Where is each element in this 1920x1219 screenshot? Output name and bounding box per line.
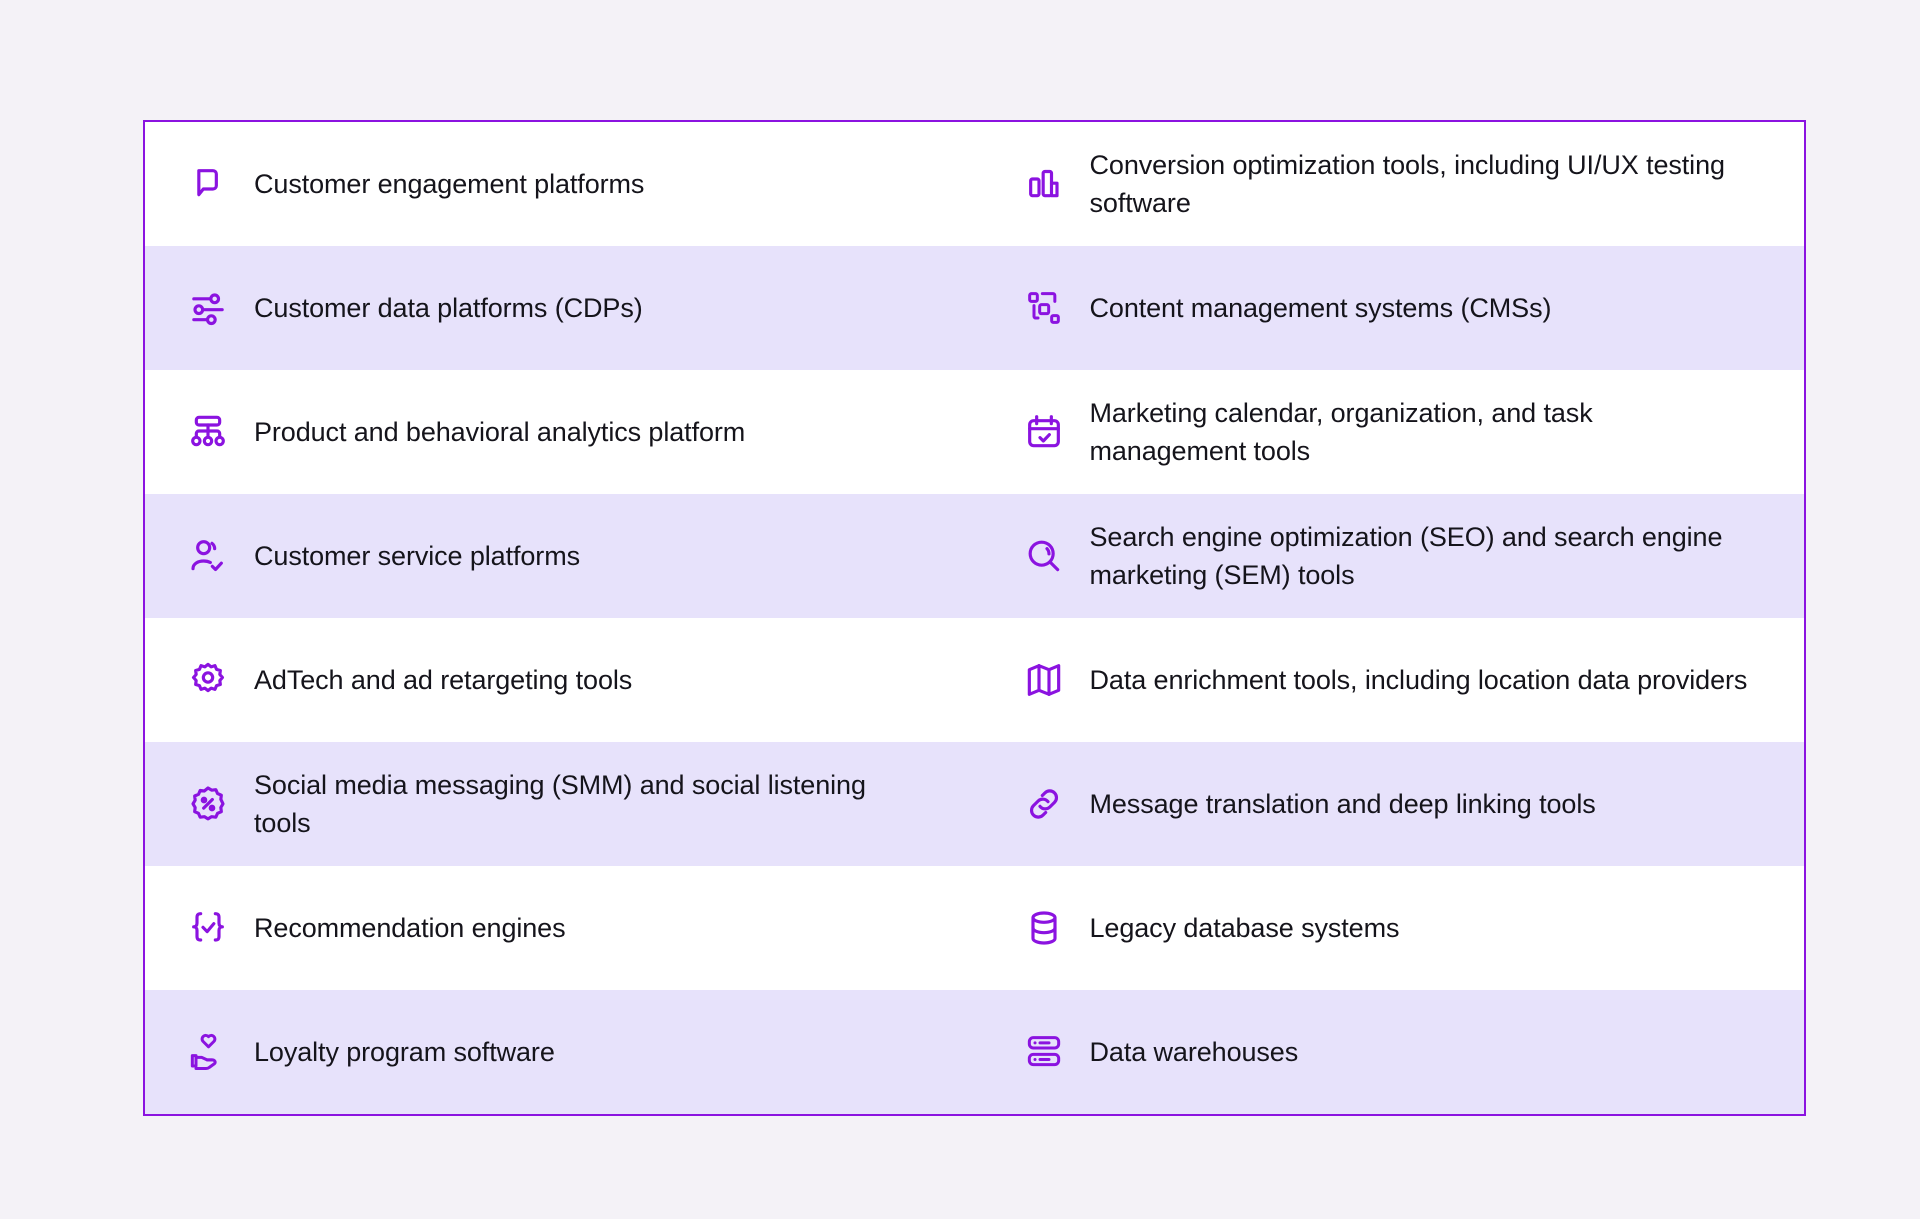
list-item-label: Product and behavioral analytics platfor… (254, 417, 746, 447)
list-item-label: AdTech and ad retargeting tools (254, 665, 633, 695)
list-item-label: Customer service platforms (254, 541, 580, 571)
list-item-label: Social media messaging (SMM) and social … (254, 770, 866, 838)
percent-badge-icon (187, 783, 229, 825)
list-item[interactable]: Message translation and deep linking too… (975, 742, 1805, 866)
table-row: Customer engagement platforms Conversion… (145, 122, 1804, 246)
data-nodes-icon (187, 287, 229, 329)
list-item-label: Message translation and deep linking too… (1089, 789, 1596, 819)
list-item-label: Customer data platforms (CDPs) (254, 293, 643, 323)
table-row: Customer service platforms Search engine… (145, 494, 1804, 618)
list-item-label: Data warehouses (1089, 1037, 1299, 1067)
table-row: Loyalty program software Data warehouses (145, 990, 1804, 1114)
list-item-label: Content management systems (CMSs) (1089, 293, 1552, 323)
database-icon (1023, 907, 1065, 949)
list-item[interactable]: Recommendation engines (145, 866, 975, 990)
table-row: Social media messaging (SMM) and social … (145, 742, 1804, 866)
link-icon (1023, 783, 1065, 825)
content-blocks-icon (1023, 287, 1065, 329)
braces-check-icon (187, 907, 229, 949)
gear-icon (187, 659, 229, 701)
map-icon (1023, 659, 1065, 701)
list-item[interactable]: Content management systems (CMSs) (975, 246, 1805, 370)
list-item[interactable]: Product and behavioral analytics platfor… (145, 370, 975, 494)
list-item[interactable]: Legacy database systems (975, 866, 1805, 990)
list-item-label: Customer engagement platforms (254, 169, 645, 199)
list-item-label: Conversion optimization tools, including… (1089, 150, 1726, 218)
list-item-label: Marketing calendar, organization, and ta… (1089, 398, 1593, 466)
list-item[interactable]: Data warehouses (975, 990, 1805, 1114)
chat-bubble-icon (187, 163, 229, 205)
list-item[interactable]: Marketing calendar, organization, and ta… (975, 370, 1805, 494)
list-item[interactable]: Customer engagement platforms (145, 122, 975, 246)
list-item-label: Data enrichment tools, including locatio… (1089, 665, 1748, 695)
search-icon (1023, 535, 1065, 577)
table-row: AdTech and ad retargeting tools Data enr… (145, 618, 1804, 742)
list-item[interactable]: Conversion optimization tools, including… (975, 122, 1805, 246)
user-check-icon (187, 535, 229, 577)
list-item[interactable]: Customer service platforms (145, 494, 975, 618)
table-row: Recommendation engines Legacy database s… (145, 866, 1804, 990)
hand-heart-icon (187, 1031, 229, 1073)
calendar-check-icon (1023, 411, 1065, 453)
list-item[interactable]: Social media messaging (SMM) and social … (145, 742, 975, 866)
list-item[interactable]: Search engine optimization (SEO) and sea… (975, 494, 1805, 618)
list-item-label: Search engine optimization (SEO) and sea… (1089, 522, 1723, 590)
server-stack-icon (1023, 1031, 1065, 1073)
table-row: Product and behavioral analytics platfor… (145, 370, 1804, 494)
tool-category-matrix: Customer engagement platforms Conversion… (143, 120, 1806, 1116)
table-row: Customer data platforms (CDPs) Content m… (145, 246, 1804, 370)
list-item-label: Legacy database systems (1089, 913, 1400, 943)
list-item[interactable]: Data enrichment tools, including locatio… (975, 618, 1805, 742)
list-item[interactable]: Customer data platforms (CDPs) (145, 246, 975, 370)
list-item-label: Recommendation engines (254, 913, 566, 943)
list-item-label: Loyalty program software (254, 1037, 555, 1067)
list-item[interactable]: Loyalty program software (145, 990, 975, 1114)
list-item[interactable]: AdTech and ad retargeting tools (145, 618, 975, 742)
org-hierarchy-icon (187, 411, 229, 453)
bar-chart-icon (1023, 163, 1065, 205)
